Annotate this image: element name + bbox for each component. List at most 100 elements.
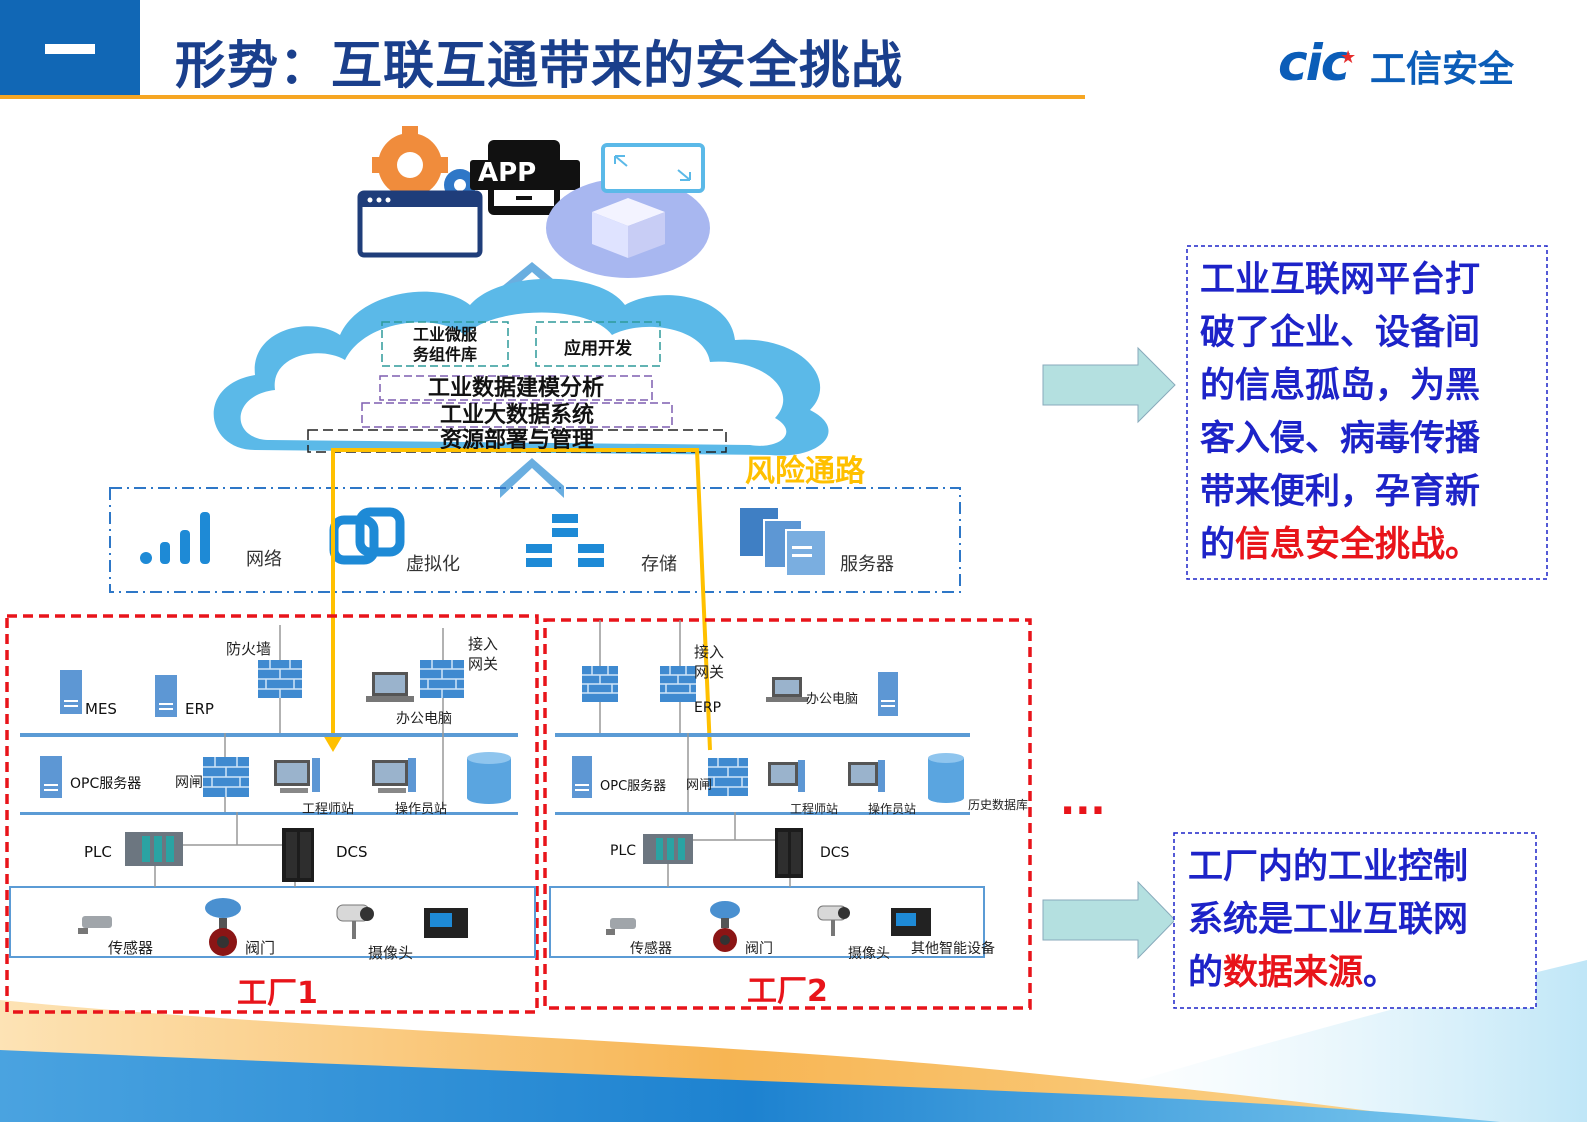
virtualization-icon bbox=[329, 507, 405, 565]
display-controller-icon bbox=[891, 908, 931, 936]
f2-other-label: 其他智能设备 bbox=[911, 941, 995, 957]
callout-1-highlight: 信息安全挑战 bbox=[1235, 525, 1446, 565]
gateway-icon bbox=[420, 660, 464, 698]
more-factories-ellipsis: ... bbox=[1060, 778, 1106, 824]
bigdata-label: 工业大数据系统 bbox=[439, 402, 594, 428]
f1-dcs-label: DCS bbox=[336, 843, 368, 861]
callout-1-suffix: 。 bbox=[1445, 525, 1481, 565]
f1-office-pc-label: 办公电脑 bbox=[396, 711, 452, 727]
f2-gateway-label: 接入 网关 bbox=[694, 642, 724, 682]
callout-1-prefix: 的 bbox=[1200, 525, 1236, 565]
microservice-box bbox=[381, 321, 509, 367]
camera-icon bbox=[336, 904, 374, 939]
section-number bbox=[45, 44, 95, 54]
title-underline bbox=[0, 95, 1085, 99]
infra-virtualization-label: 虚拟化 bbox=[406, 554, 460, 575]
gateway-icon bbox=[660, 666, 696, 702]
logo-star-icon: ★ bbox=[1340, 47, 1357, 68]
f1-netgate-label: 网闸 bbox=[175, 775, 203, 791]
operator-workstation-icon bbox=[848, 760, 885, 792]
f2-sensor-label: 传感器 bbox=[630, 941, 672, 957]
callout-2-suffix: 。 bbox=[1363, 953, 1399, 993]
opc-server-icon bbox=[572, 756, 592, 798]
erp-server-icon bbox=[878, 672, 898, 716]
modeling-label: 工业数据建模分析 bbox=[427, 375, 604, 401]
callout-1-text: 工业互联网平台打 破了企业、设备间 的信息孤岛，为黑 客入侵、病毒传播 带来便利… bbox=[1200, 254, 1540, 572]
f2-engineer-label: 工程师站 bbox=[790, 802, 839, 816]
callout-2-last-line: 的数据来源。 bbox=[1188, 947, 1528, 1000]
microservice-label: 工业微服 务组件库 bbox=[390, 325, 500, 365]
bigdata-box bbox=[361, 402, 673, 428]
f1-firewall-label: 防火墙 bbox=[226, 640, 272, 658]
browser-window-icon bbox=[357, 190, 483, 258]
callout-1-line: 的信息孤岛，为黑 bbox=[1200, 366, 1481, 406]
callout-2-line: 工厂内的工业控制 bbox=[1188, 847, 1469, 887]
f2-valve-label: 阀门 bbox=[745, 941, 773, 957]
callout-1-last-line: 的信息安全挑战。 bbox=[1200, 519, 1540, 572]
f1-gateway-line2: 网关 bbox=[468, 655, 499, 673]
logo-text: 工信安全 bbox=[1370, 49, 1515, 90]
resource-label: 资源部署与管理 bbox=[439, 427, 594, 449]
callout-2-highlight: 数据来源 bbox=[1223, 953, 1364, 993]
appdev-label: 应用开发 bbox=[564, 339, 632, 359]
right-arrow-icon bbox=[1042, 346, 1176, 424]
signal-icon bbox=[140, 512, 210, 564]
callout-2-prefix: 的 bbox=[1188, 953, 1224, 993]
f1-sensor-label: 传感器 bbox=[108, 939, 154, 957]
callout-box-1 bbox=[1186, 245, 1548, 580]
f2-plc-label: PLC bbox=[610, 843, 637, 859]
plc-icon bbox=[125, 832, 183, 866]
opc-server-icon bbox=[40, 756, 62, 798]
app-phone-icon bbox=[470, 140, 580, 215]
operator-workstation-icon bbox=[372, 758, 416, 793]
f1-opc-label: OPC服务器 bbox=[70, 776, 142, 792]
camera-icon bbox=[817, 905, 850, 936]
server-stack-icon bbox=[740, 508, 827, 577]
f2-gateway-line1: 接入 bbox=[694, 643, 725, 661]
factory2-frame bbox=[543, 618, 1032, 1010]
valve-icon bbox=[710, 901, 740, 952]
f2-camera-label: 摄像头 bbox=[848, 946, 890, 962]
microservice-line1: 工业微服 bbox=[412, 325, 477, 344]
database-icon bbox=[928, 753, 964, 803]
laptop-icon bbox=[766, 677, 808, 702]
callout-2-line: 系统是工业互联网 bbox=[1188, 900, 1469, 940]
netgate-icon bbox=[203, 757, 249, 797]
f2-office-pc-label: 办公电脑 bbox=[806, 692, 859, 707]
laptop-icon bbox=[366, 672, 414, 702]
display-controller-icon bbox=[424, 908, 468, 938]
sensor-icon bbox=[606, 918, 636, 935]
f1-camera-label: 摄像头 bbox=[368, 944, 414, 962]
sensor-icon bbox=[78, 916, 112, 934]
storage-icon bbox=[526, 514, 604, 567]
f1-erp-label: ERP bbox=[185, 700, 214, 718]
database-icon bbox=[467, 752, 511, 804]
right-arrow-icon bbox=[1042, 880, 1176, 960]
factory1-label: 工厂1 bbox=[237, 976, 318, 1011]
f2-operator-label: 操作员站 bbox=[868, 802, 917, 816]
microservice-line2: 务组件库 bbox=[412, 345, 477, 364]
appdev-box bbox=[535, 321, 661, 367]
risk-path-label: 风险通路 bbox=[745, 454, 865, 489]
firewall-icon bbox=[258, 660, 302, 698]
f2-gateway-line2: 网关 bbox=[694, 663, 725, 681]
dcs-cabinet-icon bbox=[775, 828, 803, 878]
f2-erp-label: ERP bbox=[694, 700, 722, 716]
callout-2-text: 工厂内的工业控制 系统是工业互联网 的数据来源。 bbox=[1188, 841, 1528, 1000]
netgate-icon bbox=[708, 758, 748, 796]
f2-history-db-label: 历史数据库 bbox=[968, 798, 1029, 812]
app-label: APP bbox=[478, 158, 537, 188]
mes-server-icon bbox=[60, 670, 82, 714]
f1-gateway-label: 接入 网关 bbox=[468, 634, 498, 674]
logo-mark: cic bbox=[1278, 34, 1350, 92]
f1-plc-label: PLC bbox=[84, 843, 112, 861]
infra-server-label: 服务器 bbox=[840, 554, 894, 575]
infra-network-label: 网络 bbox=[246, 549, 282, 570]
f1-mes-label: MES bbox=[85, 700, 117, 718]
f1-operator-label: 操作员站 bbox=[395, 802, 448, 817]
factory2-label: 工厂2 bbox=[747, 974, 828, 1009]
f2-netgate-label: 网闸 bbox=[686, 778, 713, 793]
callout-1-line: 客入侵、病毒传播 bbox=[1200, 419, 1481, 459]
risk-path-arrows bbox=[323, 448, 712, 752]
